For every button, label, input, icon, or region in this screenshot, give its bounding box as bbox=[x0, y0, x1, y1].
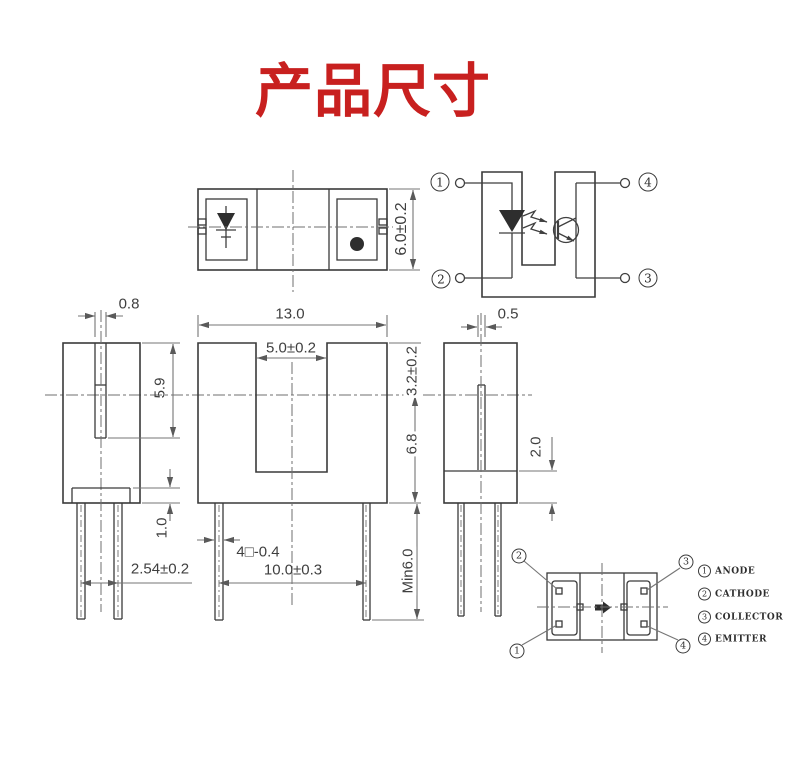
lead-pitch-dim-label: 10.0±0.3 bbox=[263, 561, 323, 579]
top-view bbox=[188, 170, 420, 292]
slit-width-dim-label: 0.5 bbox=[497, 305, 519, 323]
led-symbol bbox=[499, 210, 525, 278]
overall-width-dim-label: 13.0 bbox=[275, 305, 305, 323]
standoff-dim-label: 1.0 bbox=[153, 517, 171, 539]
legend-row-collector: 3 COLLECTOR bbox=[698, 610, 784, 624]
legend-label-anode: ANODE bbox=[715, 566, 756, 576]
left-side-view bbox=[62, 310, 192, 620]
legend-row-cathode: 2 CATHODE bbox=[698, 587, 770, 601]
slot-depth-dim-label: 5.9 bbox=[151, 377, 169, 399]
lead-length-dim-label: Min6.0 bbox=[399, 546, 417, 596]
light-arrows bbox=[522, 209, 548, 235]
legend-pin-3-badge: 3 bbox=[698, 610, 711, 624]
legend-label-collector: COLLECTOR bbox=[715, 612, 784, 622]
standoff-dimension bbox=[133, 469, 180, 521]
base-height-dimension bbox=[519, 437, 557, 521]
right-side-view bbox=[443, 313, 557, 617]
slot-width-dimension bbox=[78, 312, 123, 337]
lower-height-dim-label: 6.8 bbox=[403, 431, 421, 457]
left-slot-width-dim-label: 0.8 bbox=[118, 295, 140, 313]
top-height-dim-label: 6.0±0.2 bbox=[393, 200, 411, 258]
bottom-view-pin-pads bbox=[555, 587, 648, 628]
anode-wire bbox=[464, 182, 513, 210]
legend-row-anode: 1 ANODE bbox=[698, 564, 756, 578]
bottom-view bbox=[521, 560, 681, 653]
base-height-dim-label: 2.0 bbox=[527, 436, 545, 458]
schematic-pin-4-badge: 4 bbox=[638, 172, 658, 192]
bottom-pin-2-badge: 2 bbox=[511, 548, 527, 564]
top-view-side-notches bbox=[197, 218, 388, 235]
top-view-detector-window bbox=[336, 198, 378, 261]
upper-height-dim-label: 3.2±0.2 bbox=[403, 344, 421, 398]
pin-leader-lines bbox=[521, 560, 681, 646]
bottom-pin-1-badge: 1 bbox=[509, 643, 525, 659]
front-view-body bbox=[197, 342, 388, 504]
bottom-pin-4-badge: 4 bbox=[675, 638, 691, 654]
left-view-leads bbox=[76, 503, 123, 620]
schematic-housing-outline bbox=[481, 171, 596, 298]
left-view-standoff bbox=[71, 487, 131, 503]
narrow-pitch-dim-label: 2.54±0.2 bbox=[130, 560, 190, 578]
front-view-leads bbox=[214, 503, 371, 621]
slot-depth-dimension bbox=[108, 342, 180, 439]
bottom-pin-3-badge: 3 bbox=[678, 554, 694, 570]
circuit-schematic bbox=[454, 171, 631, 298]
slit-width-dimension bbox=[461, 315, 502, 337]
top-view-height-dimension bbox=[389, 188, 420, 271]
lead-square-dim-label: 4□-0.4 bbox=[236, 543, 280, 561]
legend-pin-4-badge: 4 bbox=[698, 632, 711, 646]
phototransistor-symbol bbox=[552, 216, 580, 244]
right-view-leads bbox=[457, 503, 502, 617]
page-title: 产品尺寸 bbox=[254, 59, 492, 124]
lead-length-dimension bbox=[372, 503, 424, 621]
schematic-pin-2-badge: 2 bbox=[431, 269, 451, 289]
legend-label-cathode: CATHODE bbox=[715, 589, 770, 599]
slot-width-dim-label: 5.0±0.2 bbox=[266, 339, 316, 357]
schematic-pin-3-badge: 3 bbox=[638, 268, 658, 288]
detector-dot bbox=[350, 237, 364, 251]
legend-pin-1-badge: 1 bbox=[698, 564, 711, 578]
legend-label-emitter: EMITTER bbox=[715, 634, 767, 644]
legend-pin-2-badge: 2 bbox=[698, 587, 711, 601]
legend-row-emitter: 4 EMITTER bbox=[698, 632, 767, 646]
terminal-circles bbox=[454, 177, 631, 284]
schematic-pin-1-badge: 1 bbox=[430, 172, 450, 192]
front-view bbox=[197, 315, 424, 621]
overall-width-dimension bbox=[197, 315, 388, 337]
